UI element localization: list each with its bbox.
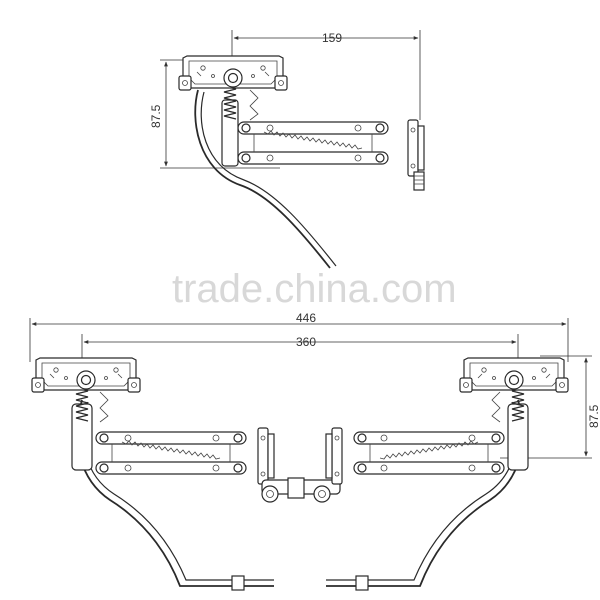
dim-inner: 360 [296, 335, 316, 349]
dim-top-height: 87.5 [149, 104, 163, 128]
center-coupling [261, 477, 341, 503]
left-arm-linkage [95, 431, 247, 475]
right-collector-head [459, 357, 569, 393]
top-mount-bracket [407, 119, 425, 177]
top-view: 159 87.5 [149, 30, 425, 269]
top-collector-head [178, 55, 288, 91]
left-collector-head [31, 357, 141, 393]
dim-bottom-height: 87.5 [587, 404, 600, 428]
dim-top-width: 159 [322, 31, 342, 45]
top-arm-linkage [237, 121, 389, 165]
right-arm-linkage [353, 431, 505, 475]
right-mount-bracket [325, 427, 343, 485]
top-cable [194, 89, 331, 269]
bottom-view: 446 360 87.5 [29, 311, 600, 591]
left-mount-bracket [257, 427, 275, 485]
top-mount-bolt [413, 171, 425, 191]
dim-overall: 446 [296, 311, 316, 325]
watermark-text: trade.china.com [172, 267, 457, 311]
